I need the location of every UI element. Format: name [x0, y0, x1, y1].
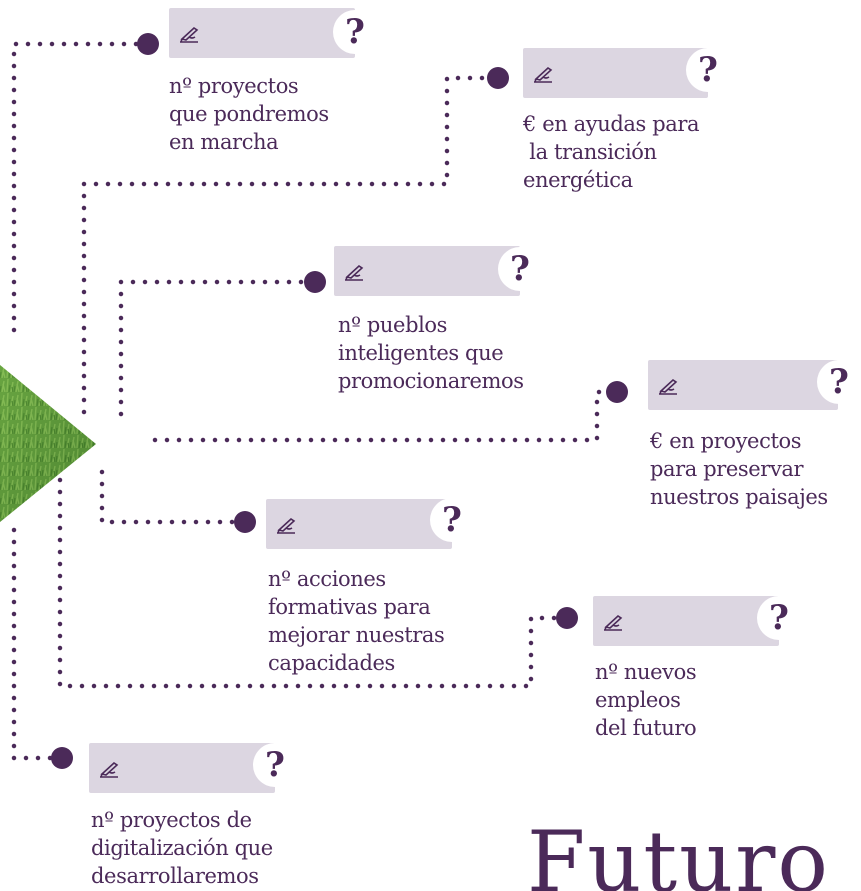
- writing-hand-icon: [534, 66, 553, 83]
- writing-hand-icon: [659, 378, 678, 395]
- indicator-label: € en ayudas para la transición energétic…: [523, 112, 700, 192]
- question-mark-icon: ?: [430, 498, 474, 542]
- indicator-card-formacion: [266, 499, 452, 549]
- question-mark-icon: ?: [333, 10, 377, 54]
- indicator-label: nº pueblos inteligentes que promocionare…: [338, 313, 524, 393]
- indicator-card-paisajes: [648, 360, 838, 410]
- indicator-label: nº proyectos de digitalización que desar…: [91, 808, 273, 888]
- writing-hand-icon: [180, 26, 199, 43]
- question-mark-icon: ?: [686, 48, 730, 92]
- question-mark-icon: ?: [253, 743, 297, 787]
- section-title: Futuro: [527, 813, 830, 891]
- connector-dot: [51, 747, 73, 769]
- writing-hand-icon: [277, 517, 296, 534]
- connector-dot: [556, 607, 578, 629]
- writing-hand-icon: [100, 761, 119, 778]
- writing-hand-icon: [604, 614, 623, 631]
- indicator-label: nº acciones formativas para mejorar nues…: [268, 567, 445, 675]
- indicator-card-empleos: [593, 596, 779, 646]
- indicator-card-proyectos: [169, 8, 355, 58]
- indicator-label: nº nuevos empleos del futuro: [595, 660, 697, 740]
- connector-dot: [606, 381, 628, 403]
- connector-dot: [234, 511, 256, 533]
- connector-dot: [487, 67, 509, 89]
- indicator-card-transicion: [523, 48, 708, 98]
- writing-hand-icon: [345, 264, 364, 281]
- indicator-card-pueblos: [334, 246, 520, 296]
- indicator-label: nº proyectos que pondremos en marcha: [169, 74, 329, 154]
- question-mark-icon: ?: [817, 360, 861, 404]
- indicator-card-digitalizacion: [89, 743, 275, 793]
- indicator-label: € en proyectos para preservar nuestros p…: [650, 429, 828, 509]
- question-mark-icon: ?: [498, 247, 542, 291]
- connector-dot: [137, 33, 159, 55]
- connector-dot: [304, 271, 326, 293]
- question-mark-icon: ?: [757, 596, 801, 640]
